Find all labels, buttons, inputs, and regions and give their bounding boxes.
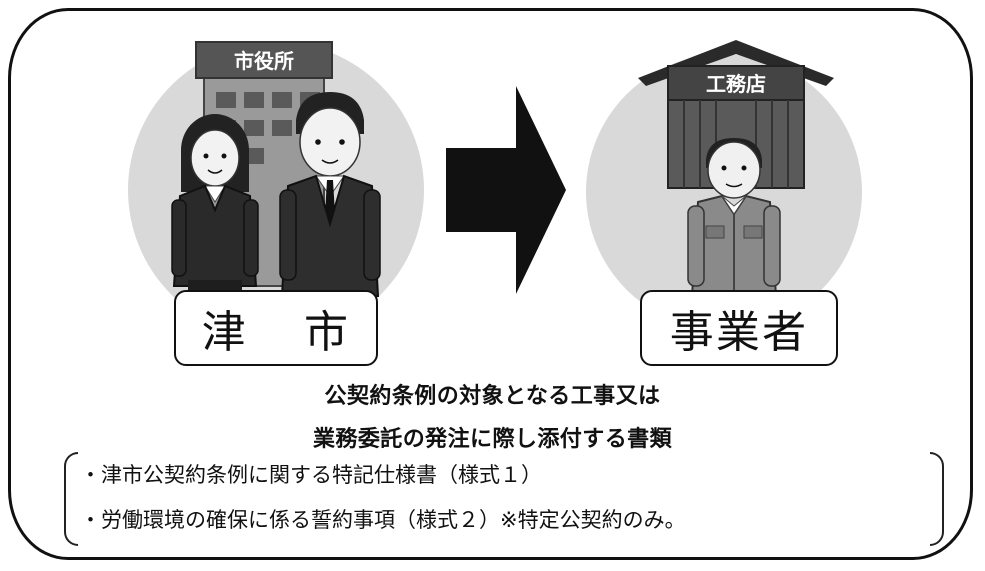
city-label-char-2: 市 [304, 307, 351, 358]
shop-sign: 工務店 [706, 72, 766, 96]
worker-figure-icon [687, 138, 781, 297]
right-bracket [930, 452, 944, 546]
city-label: 津市 [174, 290, 378, 366]
man-figure-icon [279, 92, 381, 297]
document-item-2: ・労働環境の確保に係る誓約事項（様式２）※特定公契約のみ。 [80, 508, 686, 532]
woman-figure-icon [171, 114, 259, 296]
city-hall-sign: 市役所 [234, 49, 294, 73]
business-label: 事業者 [640, 290, 838, 366]
left-bracket [64, 452, 78, 546]
heading-line-1: 公契約条例の対象となる工事又は [324, 384, 661, 409]
right-arrow-icon [446, 86, 566, 294]
city-label-char-1: 津 [201, 307, 248, 358]
rounded-frame [8, 8, 973, 560]
document-item-1: ・津市公契約条例に関する特記仕様書（様式１） [80, 463, 542, 487]
document-list: ・津市公契約条例に関する特記仕様書（様式１） ・労働環境の確保に係る誓約事項（様… [64, 452, 944, 546]
heading-line-2: 業務委託の発注に際し添付する書類 [312, 427, 673, 452]
